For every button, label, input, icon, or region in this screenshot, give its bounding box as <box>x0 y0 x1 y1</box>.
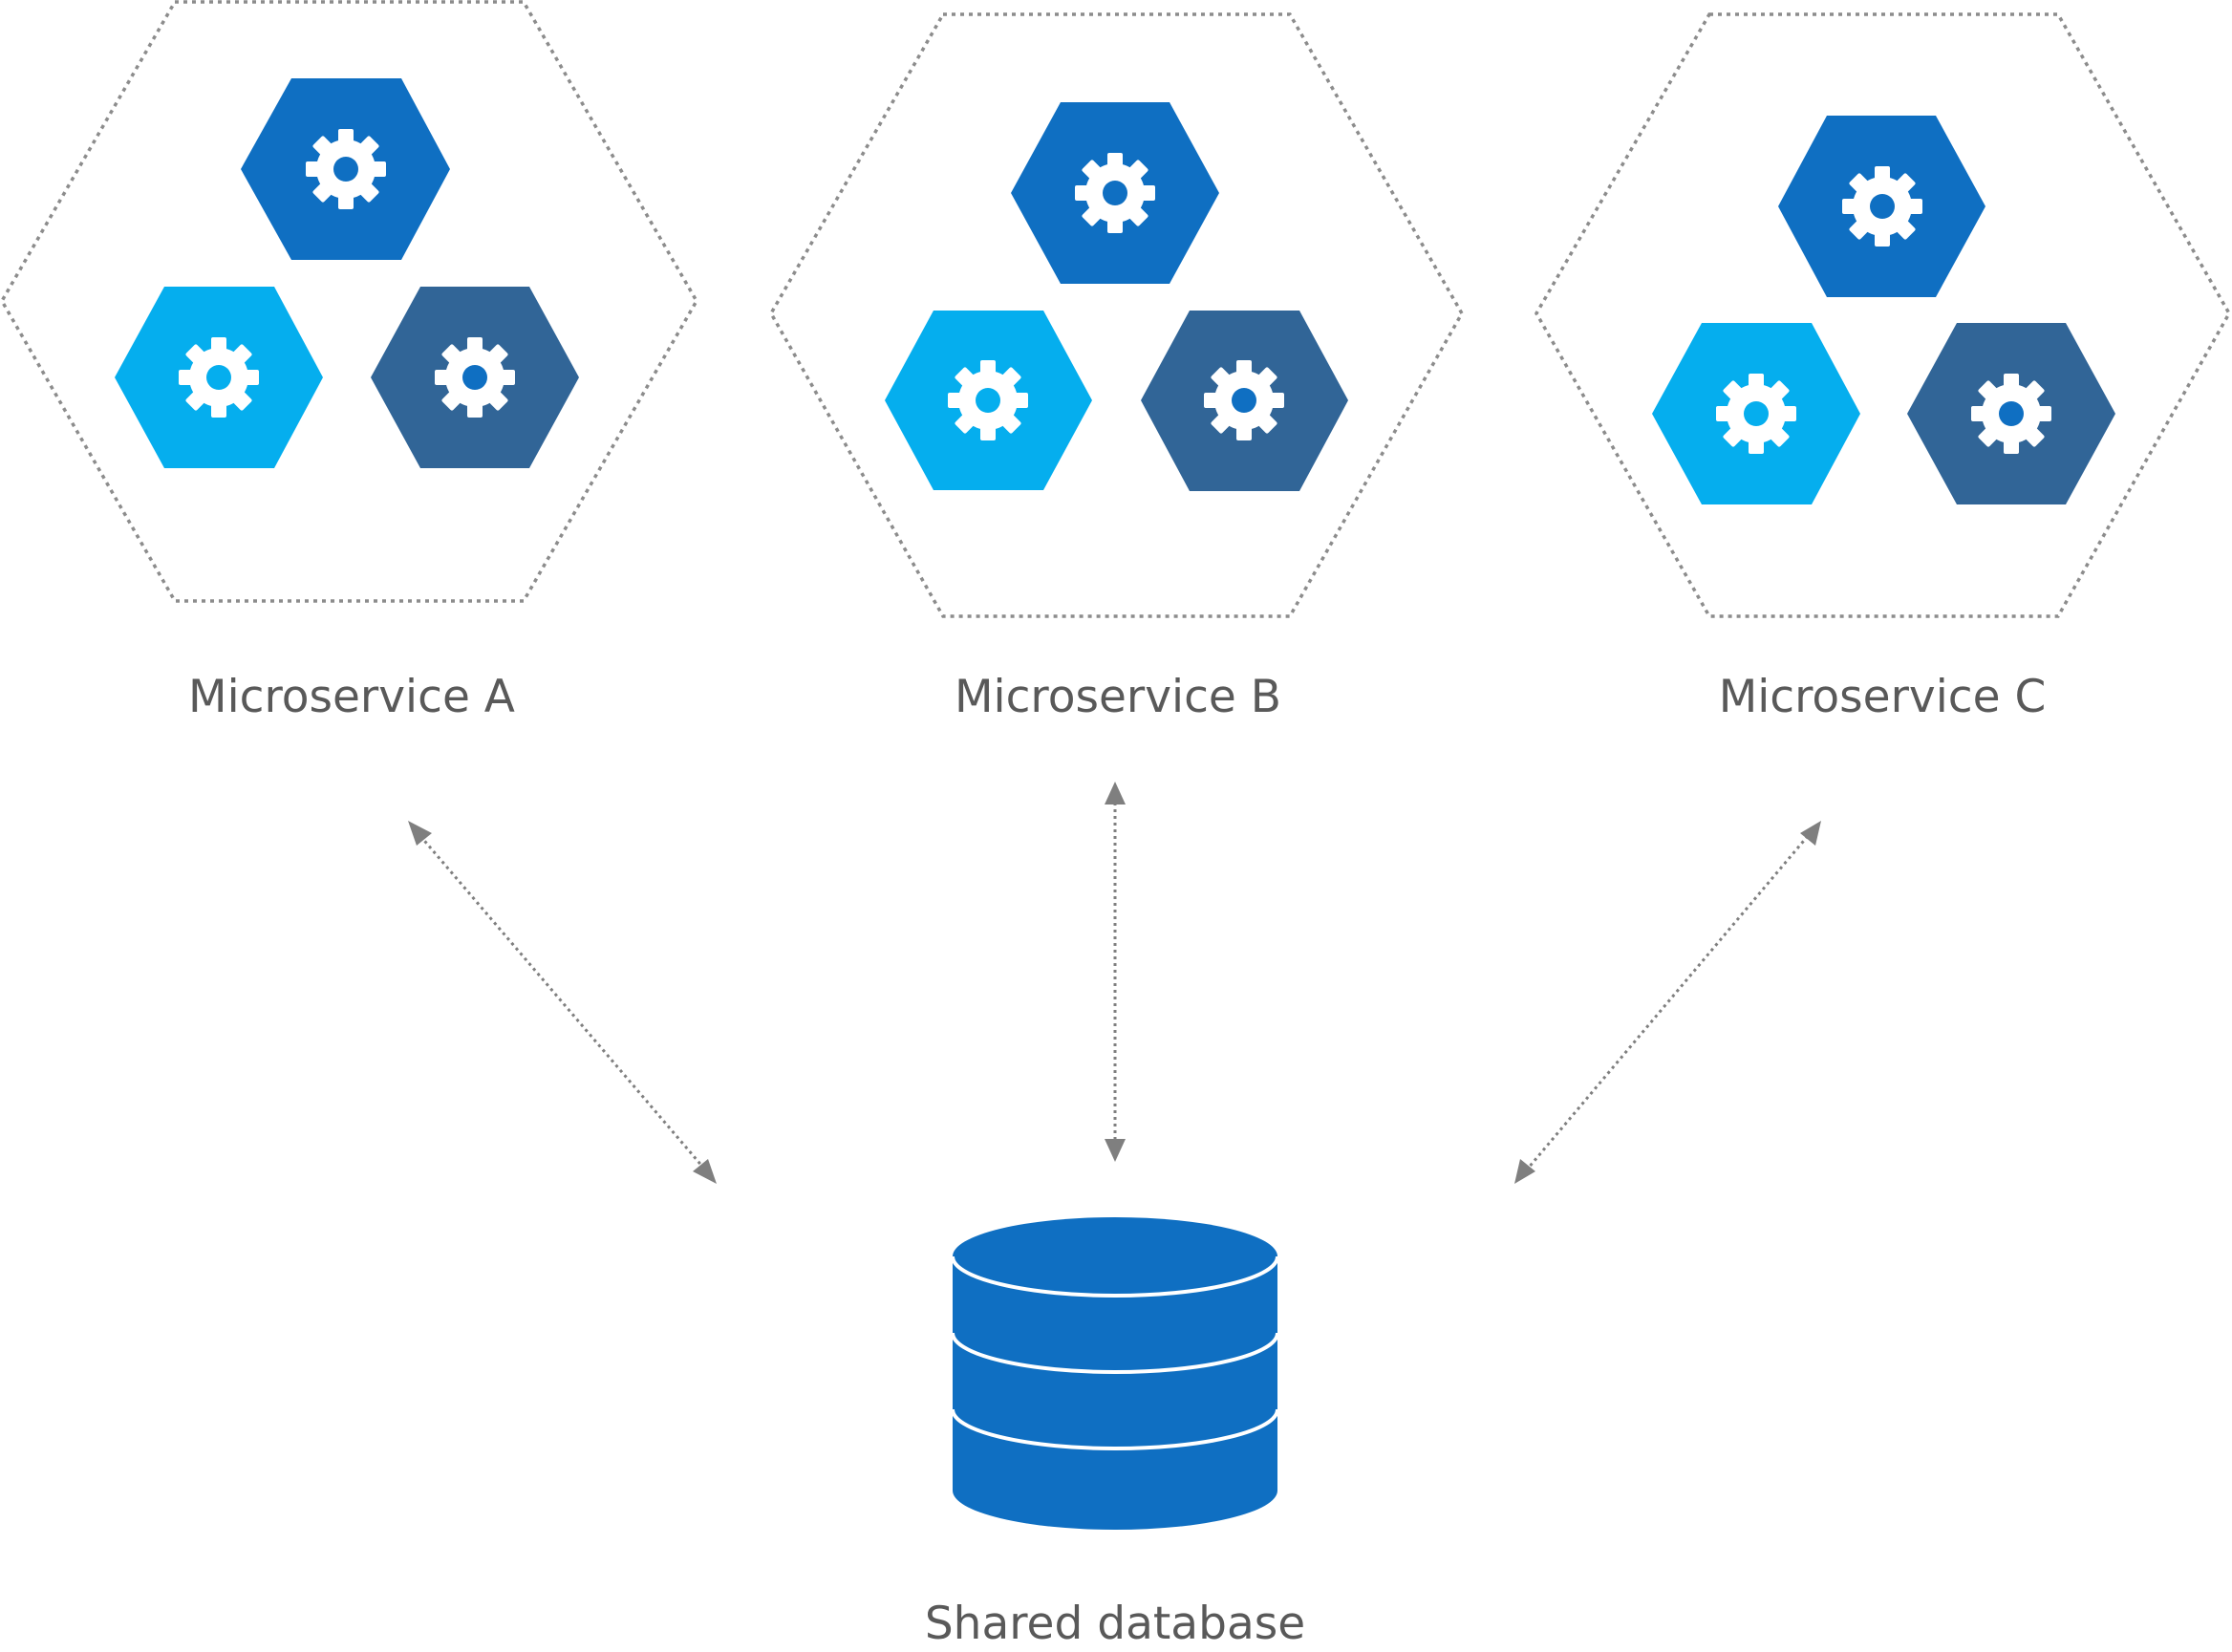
shared-database: Shared database <box>925 1217 1305 1650</box>
microservice-a: Microservice A <box>0 0 699 723</box>
arrow-head-icon <box>1105 1139 1126 1162</box>
component-hex-right <box>371 287 579 468</box>
gear-icon <box>1204 360 1284 440</box>
gear-icon <box>1075 153 1155 233</box>
arrow-head-icon <box>1105 782 1126 805</box>
microservice-label: Microservice B <box>955 671 1281 723</box>
gear-icon <box>306 129 386 209</box>
component-hex-left <box>1652 323 1860 504</box>
dotted-connector <box>418 835 706 1169</box>
connection-c-to-database <box>1514 821 1821 1184</box>
microservice-c: Microservice C <box>1534 12 2232 723</box>
component-hex-right <box>1907 323 2115 504</box>
gear-icon <box>1842 166 1922 247</box>
arrow-head-icon <box>1514 1159 1535 1184</box>
arrow-head-icon <box>408 821 432 846</box>
component-hex-left <box>885 311 1092 490</box>
microservice-boundary <box>1534 12 2232 618</box>
database-label: Shared database <box>925 1598 1305 1650</box>
arrow-head-icon <box>1800 821 1821 846</box>
dotted-connector <box>1526 835 1810 1169</box>
connection-b-to-database <box>1105 782 1126 1162</box>
microservice-boundary <box>768 12 1465 618</box>
connection-a-to-database <box>408 821 717 1184</box>
database-icon <box>951 1217 1279 1530</box>
microservice-label: Microservice C <box>1719 671 2047 723</box>
gear-icon <box>435 337 515 418</box>
component-hex-top <box>1778 116 1985 297</box>
component-hex-top <box>1011 102 1219 284</box>
microservice-label: Microservice A <box>188 671 515 723</box>
gear-icon <box>1716 374 1796 454</box>
arrow-head-icon <box>693 1159 717 1184</box>
microservice-b: Microservice B <box>768 12 1465 723</box>
component-hex-right <box>1141 311 1348 491</box>
component-hex-left <box>115 287 323 468</box>
gear-icon <box>948 360 1028 440</box>
component-hex-top <box>241 78 450 260</box>
gear-icon <box>179 337 259 418</box>
gear-icon <box>1971 374 2051 454</box>
